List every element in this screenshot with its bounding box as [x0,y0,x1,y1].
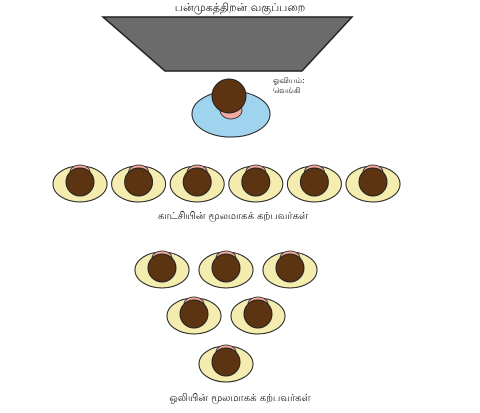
visual-learner-3 [169,164,225,203]
student-head [182,167,212,197]
audio-learner-2 [198,250,254,289]
diagram-title: பன்முகத்திறன் வகுப்பறை [175,1,305,16]
visual-learner-4 [228,164,284,203]
visual-learners-row [52,164,401,203]
visual-learner-1 [52,164,108,203]
audio-learners-group [134,250,318,383]
student-head [243,299,273,329]
visual-learners-caption: காட்சியின் மூலமாகக் கற்பவர்கள் [158,211,308,222]
projection-screen [100,16,354,72]
visual-learner-6 [345,164,401,203]
artist-head [211,78,247,114]
audio-learner-4 [166,296,222,335]
student-head [211,347,241,377]
student-head [211,253,241,283]
student-head [358,167,388,197]
student-head [124,167,154,197]
visual-learner-2 [111,164,167,203]
student-head [299,167,329,197]
artist-label-line1: ஓவியம்: [273,76,305,85]
student-head [179,299,209,329]
student-head [65,167,95,197]
student-head [241,167,271,197]
audio-learner-1 [134,250,190,289]
audio-learner-5 [230,296,286,335]
student-head [147,253,177,283]
audio-learner-3 [262,250,318,289]
audio-learners-caption: ஒலியின் மூலமாகக் கற்பவர்கள் [169,393,310,404]
visual-learner-5 [286,164,342,203]
audio-learner-6 [198,344,254,383]
artist-label-line2: வெங்கி [273,86,300,95]
artist-figure [191,78,271,138]
student-head [275,253,305,283]
